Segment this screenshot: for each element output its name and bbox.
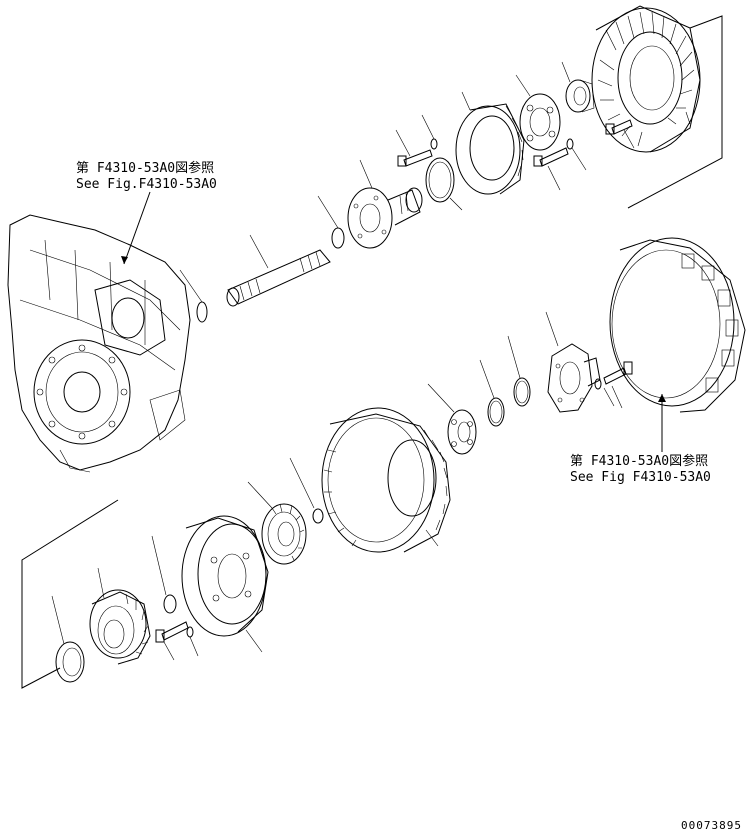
bearing-upper (515, 74, 561, 151)
transmission-housing (7, 214, 191, 473)
planet-gear-lower (89, 567, 151, 665)
snap-ring-shaft (317, 195, 345, 249)
large-ring-gear-top (591, 5, 701, 153)
bolt-mid-upper (533, 138, 587, 191)
small-bearing-upper (561, 61, 595, 113)
o-ring-housing (179, 269, 208, 323)
snap-ring-upper (425, 157, 463, 211)
sun-gear-mid (247, 481, 307, 565)
coupling-flange (347, 159, 423, 249)
bolt-upper (395, 114, 438, 167)
input-shaft (226, 234, 331, 307)
housing-bolt-circle (36, 344, 128, 440)
snap-ring-small-mid (289, 457, 324, 524)
top-right-bracket (627, 15, 723, 209)
carrier-plate-lower (181, 515, 269, 653)
callout-en-text-2: See Fig F4310-53A0 (570, 470, 711, 485)
callout-jp-text: 第 F4310-53A0図参照 (76, 160, 214, 176)
callout-en-text: See Fig.F4310-53A0 (76, 177, 217, 192)
callout-see-fig-2: 第 F4310-53A0図参照 See Fig F4310-53A0 (570, 394, 711, 485)
bottom-left-bracket (21, 499, 119, 689)
bearing-mid (427, 383, 477, 455)
callout-jp-text-2: 第 F4310-53A0図参照 (570, 453, 708, 469)
ring-gear-mid (321, 407, 451, 553)
snap-ring-mid-2 (479, 359, 505, 427)
bolt-top-right (605, 119, 635, 149)
thrust-washer-lower (51, 595, 85, 683)
bolt-lower (155, 621, 199, 661)
drawing-number: 00073895 (681, 819, 742, 832)
clutch-drum (609, 237, 746, 413)
flange-plate-mid (545, 311, 601, 413)
snap-ring-mid-1 (507, 335, 531, 407)
callout-see-fig-1: 第 F4310-53A0図参照 See Fig.F4310-53A0 (76, 160, 217, 265)
snap-ring-lower (151, 535, 177, 614)
bolt-mid-right (594, 361, 633, 409)
ring-gear-upper (455, 91, 525, 195)
